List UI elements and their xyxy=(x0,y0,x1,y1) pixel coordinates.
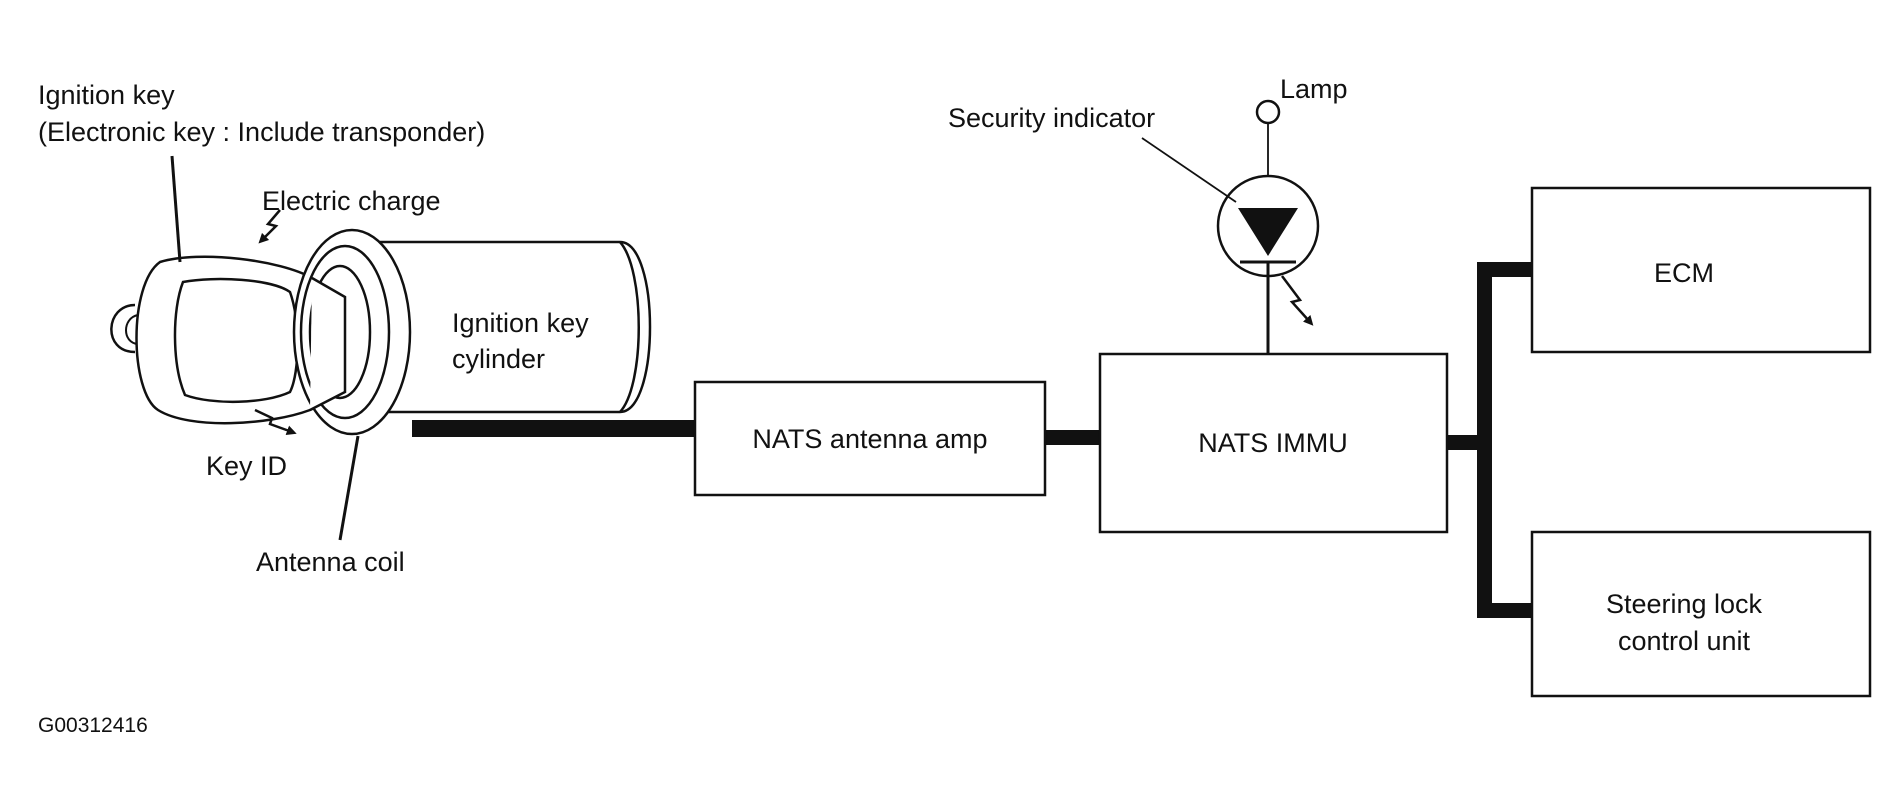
electric-charge-label: Electric charge xyxy=(262,186,441,216)
ignition-key-sublabel: (Electronic key : Include transponder) xyxy=(38,117,485,147)
security-indicator-leader xyxy=(1141,137,1237,203)
nats-immu-box xyxy=(1098,352,1449,534)
nats-antenna-amp-box xyxy=(693,380,1047,497)
steering-lock-label-line2: control unit xyxy=(1618,626,1751,656)
ecm-label: ECM xyxy=(1654,258,1714,288)
cylinder-label-line2: cylinder xyxy=(452,344,545,374)
key-label-leader xyxy=(170,155,182,263)
antenna-amp-label: NATS antenna amp xyxy=(752,424,987,454)
ignition-key-fob xyxy=(110,255,347,425)
electric-charge-zigzag xyxy=(258,209,281,244)
ignition-key-label: Ignition key xyxy=(38,80,175,110)
figure-code: G00312416 xyxy=(38,714,148,737)
wire-bus-to-steering xyxy=(1477,603,1532,618)
steering-lock-box xyxy=(1530,530,1872,698)
steering-lock-label-line1: Steering lock xyxy=(1606,589,1763,619)
cylinder-label-line1: Ignition key xyxy=(452,308,589,338)
wire-bus-to-ecm xyxy=(1477,262,1532,277)
antenna-coil-leader xyxy=(338,435,360,541)
antenna-coil-label: Antenna coil xyxy=(256,547,405,577)
security-indicator-label: Security indicator xyxy=(948,103,1155,133)
key-id-zigzag xyxy=(254,408,297,435)
lamp-terminal xyxy=(1255,99,1281,125)
light-emission-zigzag xyxy=(1281,275,1314,326)
lamp-label: Lamp xyxy=(1280,74,1348,104)
wire-coil-to-amp xyxy=(412,420,695,437)
key-id-label: Key ID xyxy=(206,451,287,481)
wire-amp-to-immu xyxy=(1045,430,1100,445)
diode-symbol xyxy=(1238,208,1298,256)
ecm-box xyxy=(1530,186,1872,354)
security-indicator-led xyxy=(1216,99,1320,354)
key-blade xyxy=(309,276,347,412)
wire-bus-vertical xyxy=(1477,262,1492,618)
immu-label: NATS IMMU xyxy=(1198,428,1348,458)
